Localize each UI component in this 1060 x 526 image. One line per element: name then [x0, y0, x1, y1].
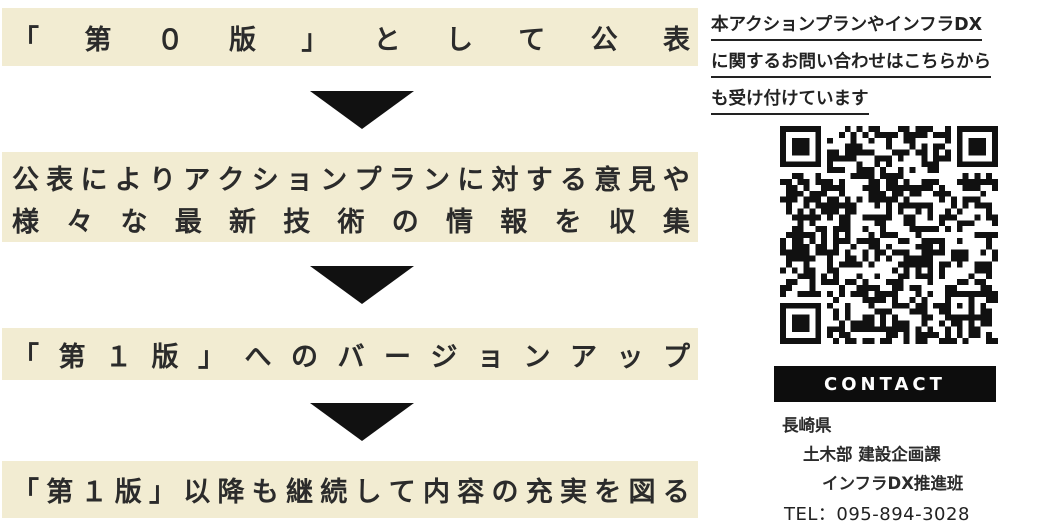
qr-code-icon[interactable]	[776, 126, 1002, 344]
down-arrow-icon	[310, 403, 414, 441]
contact-department: 土木部 建設企画課	[803, 445, 941, 464]
down-arrow-icon	[310, 266, 414, 304]
down-arrow-icon	[310, 91, 414, 129]
contact-prefecture: 長崎県	[782, 416, 832, 435]
contact-note-line-3: も受け付けています	[711, 85, 869, 115]
step-2-band: 公表によりアクションプランに対する意見や 様々な最新技術の情報を収集	[2, 152, 698, 242]
step-2-text-line-2: 様々な最新技術の情報を収集	[12, 206, 690, 238]
contact-note-line-2: に関するお問い合わせはこちらから	[711, 48, 991, 78]
contact-note-line-1: 本アクションプランやインフラDX	[711, 11, 983, 41]
contact-section: インフラDX推進班	[822, 474, 964, 493]
contact-phone: TEL：095-894-3028	[784, 504, 970, 525]
contact-heading: CONTACT	[774, 366, 996, 402]
contact-note: 本アクションプランやインフラDX に関するお問い合わせはこちらから も受け付けて…	[711, 8, 1056, 119]
step-2-text-line-1: 公表によりアクションプランに対する意見や	[12, 164, 690, 196]
